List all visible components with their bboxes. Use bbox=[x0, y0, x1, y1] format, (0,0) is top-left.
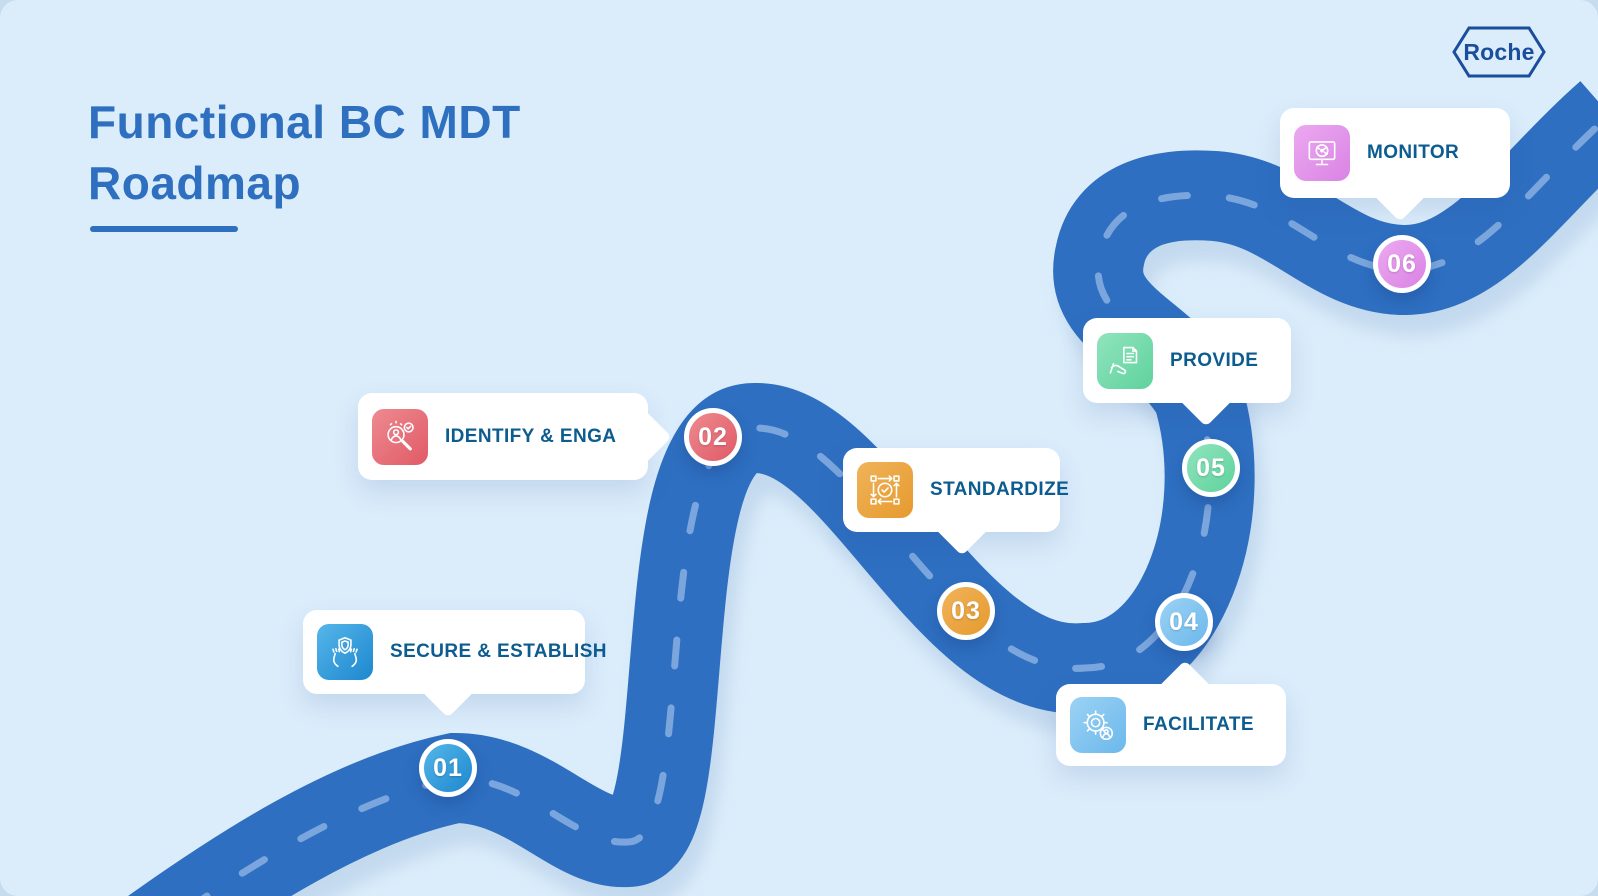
badge-number: 01 bbox=[433, 753, 463, 782]
milestone-badge-02: 02 bbox=[684, 408, 742, 466]
magnifier-person-icon bbox=[387, 420, 414, 450]
icon-tile bbox=[1097, 332, 1153, 389]
milestone-label: IDENTIFY & ENGAGE bbox=[445, 425, 645, 447]
milestone-label: PROVIDE bbox=[1170, 349, 1259, 371]
title-underline bbox=[90, 226, 238, 232]
milestone-label: MONITOR bbox=[1367, 142, 1460, 163]
milestone-card-identify-engage: IDENTIFY & ENGAGE bbox=[358, 393, 672, 480]
page-title-line1: Functional BC MDT bbox=[88, 96, 521, 148]
milestone-card-standardize: STANDARDIZE bbox=[843, 448, 1069, 556]
roche-logo-text: Roche bbox=[1463, 38, 1535, 65]
milestone-card-facilitate: FACILITATE bbox=[1056, 660, 1286, 766]
badge-number: 05 bbox=[1196, 453, 1226, 482]
milestone-badge-05: 05 bbox=[1182, 439, 1240, 497]
badge-number: 04 bbox=[1169, 607, 1199, 636]
page-title: Functional BC MDT Roadmap bbox=[88, 92, 521, 214]
road-center-dashes bbox=[200, 121, 1598, 896]
process-check-icon bbox=[870, 475, 900, 505]
milestone-badge-03: 03 bbox=[937, 582, 995, 640]
icon-tile bbox=[372, 408, 428, 465]
page-title-line2: Roadmap bbox=[88, 157, 302, 209]
milestone-card-secure-establish: SECURE & ESTABLISH bbox=[303, 610, 607, 718]
milestone-card-monitor: MONITOR bbox=[1280, 108, 1510, 222]
milestone-badge-06: 06 bbox=[1373, 235, 1431, 293]
icon-tile bbox=[1294, 125, 1350, 181]
gear-user-icon bbox=[1083, 710, 1114, 741]
milestone-label: FACILITATE bbox=[1143, 714, 1254, 735]
hand-document-icon bbox=[1109, 346, 1138, 374]
icon-tile bbox=[1070, 697, 1126, 753]
badge-number: 02 bbox=[698, 422, 728, 451]
roche-logo: Roche bbox=[1452, 26, 1546, 78]
milestone-badge-04: 04 bbox=[1155, 593, 1213, 651]
badge-number: 03 bbox=[951, 596, 981, 625]
milestone-card-provide: PROVIDE bbox=[1083, 318, 1291, 427]
icon-tile bbox=[857, 462, 913, 518]
milestone-label: SECURE & ESTABLISH bbox=[390, 641, 607, 662]
monitor-gauge-icon bbox=[1308, 141, 1336, 166]
roche-hexagon-icon bbox=[1452, 26, 1546, 78]
icon-tile bbox=[317, 624, 373, 680]
milestone-badge-01: 01 bbox=[419, 739, 477, 797]
badge-number: 06 bbox=[1387, 249, 1417, 278]
milestone-label: STANDARDIZE bbox=[930, 479, 1070, 500]
hands-shield-icon bbox=[332, 636, 358, 668]
